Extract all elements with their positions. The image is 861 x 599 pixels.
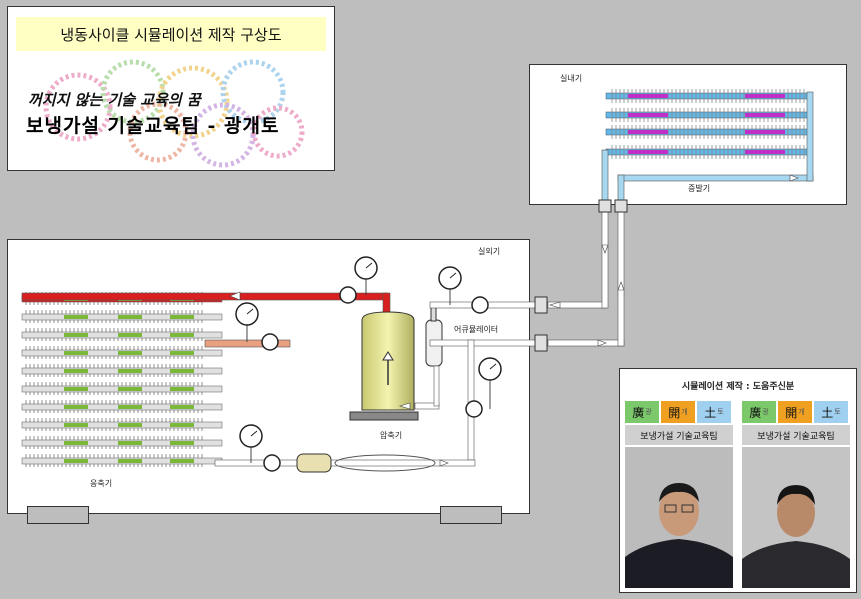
valve [339,286,357,304]
accumulator-label: 어큐뮬레이터 [454,325,499,334]
credits-title: 시뮬레이션 제작 : 도움주신분 [681,382,795,392]
evaporator-flow [745,130,785,134]
flow-arrows [229,174,799,467]
condenser-flow [64,441,88,445]
condenser-flow [64,423,88,427]
evaporator-flow [628,130,668,134]
condenser-flow [118,333,142,337]
condenser-flow [64,459,88,463]
condenser-flow [118,351,142,355]
evaporator-flow [628,94,668,98]
compressor-label: 압축기 [380,431,403,440]
gauge-needle [365,262,373,269]
condenser-flow [64,405,88,409]
team-name: 보냉가설 기술교육팀 - 광개토 [26,115,280,137]
condenser-flow [64,351,88,355]
condenser-flow [118,423,142,427]
condenser-flow [170,441,194,445]
gauge-needle [489,363,497,370]
decorative-circles [43,59,305,168]
gauge-needle [449,272,457,279]
valve [263,454,281,472]
condenser-flow [118,405,142,409]
diagram-title: 냉동사이클 시뮬레이션 제작 구상도 [16,17,326,51]
condenser-flow [170,351,194,355]
condenser-flow [170,315,194,319]
condenser-flow [170,369,194,373]
evaporator-label: 증발기 [688,184,711,193]
unit-foot-right [440,506,502,524]
service-valves [534,199,628,352]
condenser-flow [118,387,142,391]
condenser-flow [64,369,88,373]
condenser-flow [64,315,88,319]
compressor [349,311,419,421]
receiver-drier [296,453,436,473]
valve [465,400,483,418]
condenser-flow [118,441,142,445]
condenser-flow [118,459,142,463]
condenser-flow [170,459,194,463]
condenser-flow [170,387,194,391]
condenser-flow [118,369,142,373]
condenser-coil [21,292,223,467]
condenser-label: 응축기 [90,479,113,488]
portrait-photo [742,447,850,588]
card-team-name: 보냉가설 기술교육팀 [625,425,733,445]
condenser-flow [118,315,142,319]
evaporator-flow [628,150,668,154]
accumulator [425,304,443,367]
valve [261,333,279,351]
condenser-flow [64,387,88,391]
condenser-flow [64,333,88,337]
portrait-photo [625,447,733,588]
condenser-flow [170,333,194,337]
evaporator-flow [745,94,785,98]
condenser-flow [170,423,194,427]
gauge-needle [250,430,258,437]
evaporator-flow [745,150,785,154]
slogan: 꺼지지 않는 기술 교육의 꿈 [28,91,201,109]
evaporator-flow [628,113,668,117]
title-panel: 냉동사이클 시뮬레이션 제작 구상도 꺼지지 않는 기술 교육의 꿈 보냉가설 … [7,6,335,171]
evaporator-flow [745,113,785,117]
gauge-needle [246,308,254,315]
indoor-unit-label: 실내기 [560,74,583,83]
valve [471,296,489,314]
pressure-gauges [235,256,502,472]
unit-foot-left [27,506,89,524]
condenser-flow [170,405,194,409]
evaporator-coil [605,89,809,159]
card-team-name: 보냉가설 기술교육팀 [742,425,850,445]
outdoor-unit-label: 실외기 [478,247,501,256]
